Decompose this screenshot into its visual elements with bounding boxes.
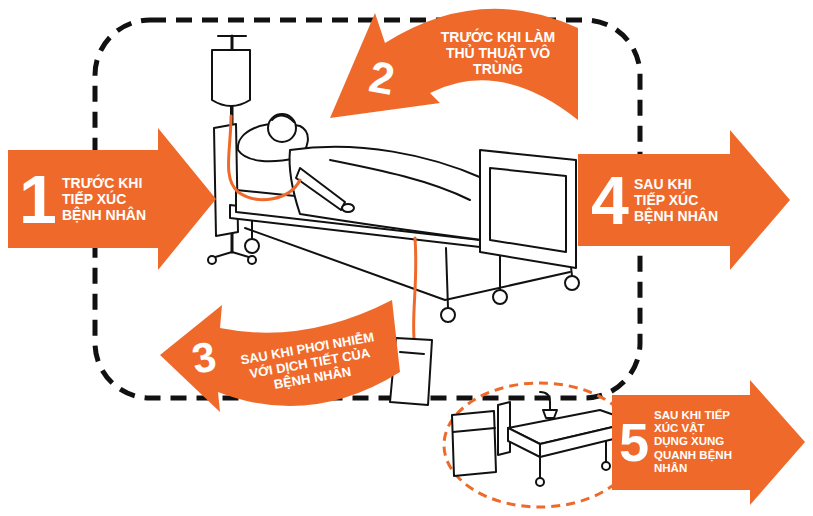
iv-wheel: [248, 256, 256, 264]
small-bed-wheel: [602, 462, 610, 470]
surroundings-zone-border: [444, 383, 636, 507]
iv-base: [212, 252, 252, 258]
small-bed-leg: [539, 457, 541, 478]
iv-bag: [212, 50, 250, 106]
blanket-fold: [330, 160, 470, 200]
arrow-shape: [8, 128, 216, 270]
arrow-shape: [160, 300, 400, 412]
moment-caption: SAU KHI TIẾP XÚC BỆNH NHÂN: [634, 176, 722, 224]
moment-arrow: 3SAU KHI PHƠI NHIỄM VỚI DỊCH TIẾT CỦA BỆ…: [160, 300, 402, 415]
footboard: [480, 150, 576, 268]
bedside-table: [452, 411, 496, 476]
patient-head: [268, 114, 296, 142]
blanket: [289, 147, 482, 240]
moment-arrow: 4SAU KHI TIẾP XÚC BỆNH NHÂN: [578, 130, 793, 270]
patient-hand: [342, 204, 354, 212]
small-bed-wheel: [536, 478, 544, 486]
arrow-outline: [330, 8, 580, 123]
empty-bed: [452, 392, 634, 486]
iv-hook: [218, 35, 246, 37]
patient-hair: [272, 115, 294, 122]
moment-caption: SAU KHI TIẾP XÚC VẬT DỤNG XUNG QUANH BỆN…: [654, 409, 736, 475]
bed-wheel: [441, 308, 455, 322]
moment-arrow: 5SAU KHI TIẾP XÚC VẬT DỤNG XUNG QUANH BỆ…: [612, 380, 808, 505]
iv-tube: [228, 116, 300, 200]
moment-number: 5: [619, 415, 649, 469]
bed-leg: [446, 248, 448, 308]
lamp-arm: [540, 392, 550, 410]
moment-caption: TRƯỚC KHI TIẾP XÚC BỆNH NHÂN: [62, 175, 150, 223]
patient-arm: [296, 168, 345, 210]
arrow-shape: [578, 130, 790, 270]
moment-number: 4: [591, 166, 629, 234]
bed-wheel: [245, 239, 259, 253]
footboard-panel: [490, 168, 566, 252]
iv-wheel: [208, 256, 216, 264]
bed-wheel: [565, 276, 579, 290]
moment-caption: TRƯỚC KHI LÀM THỦ THUẬT VÔ TRÙNG: [430, 29, 566, 77]
drain-bag-line: [400, 352, 424, 354]
lamp-shade: [543, 410, 557, 418]
moment-arrow: 2TRƯỚC KHI LÀM THỦ THUẬT VÔ TRÙNG: [330, 8, 580, 123]
bed-wheel: [493, 290, 507, 304]
arrow-shape: [612, 380, 805, 505]
small-mattress-front: [508, 428, 540, 457]
bed-leg: [499, 252, 501, 290]
small-bed-leg: [605, 441, 607, 462]
moment-arrow: 1TRƯỚC KHI TIẾP XÚC BỆNH NHÂN: [8, 128, 218, 270]
table-drawer: [453, 428, 495, 432]
arrow-shape: [330, 9, 578, 120]
moment-number: 1: [19, 165, 57, 233]
drain-tube: [414, 238, 416, 338]
